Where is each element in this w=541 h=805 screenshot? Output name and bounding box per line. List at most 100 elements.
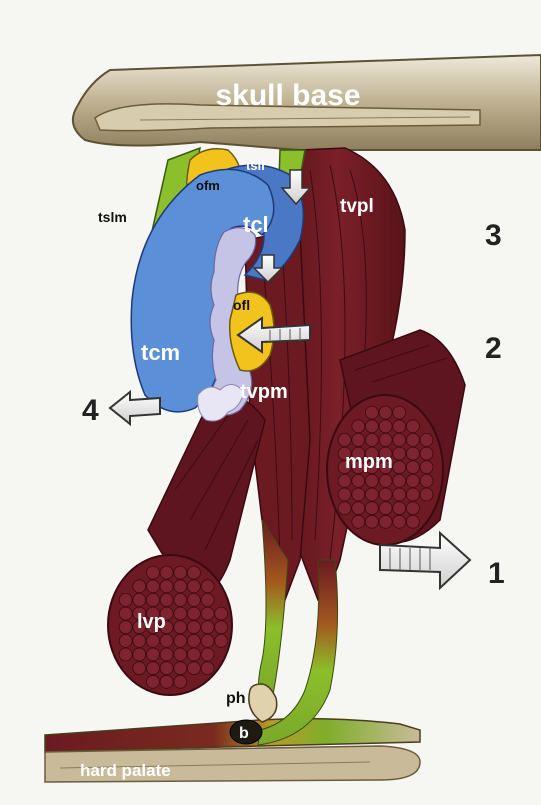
label-tcm: tcm bbox=[141, 340, 180, 365]
muscle-fiber-bundle bbox=[379, 488, 392, 501]
muscle-fiber-bundle bbox=[365, 488, 378, 501]
muscle-fiber-bundle bbox=[393, 502, 406, 515]
muscle-fiber-bundle bbox=[160, 566, 173, 579]
muscle-fiber-bundle bbox=[133, 634, 146, 647]
muscle-fiber-bundle bbox=[147, 566, 160, 579]
muscle-fiber-bundle bbox=[201, 648, 214, 661]
muscle-fiber-bundle bbox=[174, 607, 187, 620]
label-tcl: tcl bbox=[243, 212, 269, 237]
muscle-fiber-bundle bbox=[133, 580, 146, 593]
label-skull-base: skull base bbox=[215, 79, 360, 112]
muscle-fiber-bundle bbox=[187, 580, 200, 593]
label-mpm: mpm bbox=[345, 451, 393, 473]
muscle-fiber-bundle bbox=[338, 433, 351, 446]
muscle-fiber-bundle bbox=[119, 634, 132, 647]
muscle-fiber-bundle bbox=[352, 433, 365, 446]
muscle-fiber-bundle bbox=[379, 515, 392, 528]
muscle-fiber-bundle bbox=[133, 648, 146, 661]
muscle-fiber-bundle bbox=[420, 433, 433, 446]
label-ofm: ofm bbox=[196, 178, 220, 193]
muscle-fiber-bundle bbox=[379, 433, 392, 446]
muscle-fiber-bundle bbox=[406, 461, 419, 474]
muscle-fiber-bundle bbox=[365, 502, 378, 515]
muscle-fiber-bundle bbox=[147, 580, 160, 593]
label-b: b bbox=[239, 725, 249, 742]
muscle-fiber-bundle bbox=[379, 406, 392, 419]
muscle-fiber-bundle bbox=[133, 662, 146, 675]
muscle-fiber-bundle bbox=[365, 474, 378, 487]
muscle-fiber-bundle bbox=[119, 607, 132, 620]
label-ph: ph bbox=[226, 690, 246, 707]
marker-4: 4 bbox=[82, 394, 99, 427]
muscle-fiber-bundle bbox=[201, 662, 214, 675]
muscle-fiber-bundle bbox=[201, 580, 214, 593]
muscle-fiber-bundle bbox=[147, 634, 160, 647]
muscle-fiber-bundle bbox=[215, 621, 228, 634]
muscle-fiber-bundle bbox=[393, 461, 406, 474]
muscle-fiber-bundle bbox=[406, 433, 419, 446]
muscle-fiber-bundle bbox=[147, 662, 160, 675]
muscle-fiber-bundle bbox=[119, 593, 132, 606]
muscle-fiber-bundle bbox=[393, 420, 406, 433]
muscle-fiber-bundle bbox=[406, 420, 419, 433]
muscle-fiber-bundle bbox=[338, 502, 351, 515]
muscle-fiber-bundle bbox=[160, 580, 173, 593]
muscle-fiber-bundle bbox=[160, 662, 173, 675]
label-tvpm: tvpm bbox=[240, 381, 288, 403]
muscle-fiber-bundle bbox=[352, 502, 365, 515]
muscle-fiber-bundle bbox=[147, 593, 160, 606]
muscle-fiber-bundle bbox=[365, 515, 378, 528]
label-hard-palate: hard palate bbox=[80, 761, 171, 780]
muscle-fiber-bundle bbox=[406, 515, 419, 528]
muscle-fiber-bundle bbox=[420, 488, 433, 501]
muscle-fiber-bundle bbox=[338, 488, 351, 501]
muscle-fiber-bundle bbox=[187, 634, 200, 647]
muscle-fiber-bundle bbox=[393, 447, 406, 460]
muscle-fiber-bundle bbox=[379, 502, 392, 515]
mpm-muscle bbox=[327, 330, 465, 545]
muscle-fiber-bundle bbox=[215, 634, 228, 647]
muscle-fiber-bundle bbox=[393, 406, 406, 419]
muscle-fiber-bundle bbox=[393, 515, 406, 528]
label-tvpl: tvpl bbox=[340, 196, 374, 217]
muscle-fiber-bundle bbox=[174, 662, 187, 675]
muscle-fiber-bundle bbox=[338, 474, 351, 487]
muscle-fiber-bundle bbox=[406, 488, 419, 501]
label-lvp: lvp bbox=[137, 611, 166, 633]
label-tslm: tslm bbox=[98, 209, 127, 225]
muscle-fiber-bundle bbox=[406, 474, 419, 487]
muscle-fiber-bundle bbox=[174, 648, 187, 661]
muscle-fiber-bundle bbox=[160, 593, 173, 606]
muscle-fiber-bundle bbox=[174, 580, 187, 593]
marker-3: 3 bbox=[485, 219, 502, 252]
muscle-fiber-bundle bbox=[187, 662, 200, 675]
muscle-fiber-bundle bbox=[352, 515, 365, 528]
muscle-fiber-bundle bbox=[365, 406, 378, 419]
muscle-fiber-bundle bbox=[393, 488, 406, 501]
muscle-fiber-bundle bbox=[379, 420, 392, 433]
muscle-fiber-bundle bbox=[352, 420, 365, 433]
marker-2: 2 bbox=[485, 332, 502, 365]
muscle-fiber-bundle bbox=[187, 621, 200, 634]
muscle-fiber-bundle bbox=[187, 593, 200, 606]
muscle-fiber-bundle bbox=[187, 566, 200, 579]
muscle-fiber-bundle bbox=[147, 675, 160, 688]
muscle-fiber-bundle bbox=[119, 648, 132, 661]
muscle-fiber-bundle bbox=[352, 488, 365, 501]
muscle-fiber-bundle bbox=[187, 607, 200, 620]
muscle-fiber-bundle bbox=[160, 634, 173, 647]
lvp-muscle bbox=[108, 396, 265, 696]
muscle-fiber-bundle bbox=[201, 607, 214, 620]
label-ofl: ofl bbox=[233, 297, 250, 313]
muscle-fiber-bundle bbox=[393, 474, 406, 487]
muscle-fiber-bundle bbox=[393, 433, 406, 446]
muscle-fiber-bundle bbox=[174, 621, 187, 634]
muscle-fiber-bundle bbox=[406, 502, 419, 515]
muscle-fiber-bundle bbox=[119, 621, 132, 634]
muscle-fiber-bundle bbox=[160, 648, 173, 661]
muscle-fiber-bundle bbox=[420, 447, 433, 460]
muscle-fiber-bundle bbox=[365, 433, 378, 446]
muscle-fiber-bundle bbox=[406, 447, 419, 460]
